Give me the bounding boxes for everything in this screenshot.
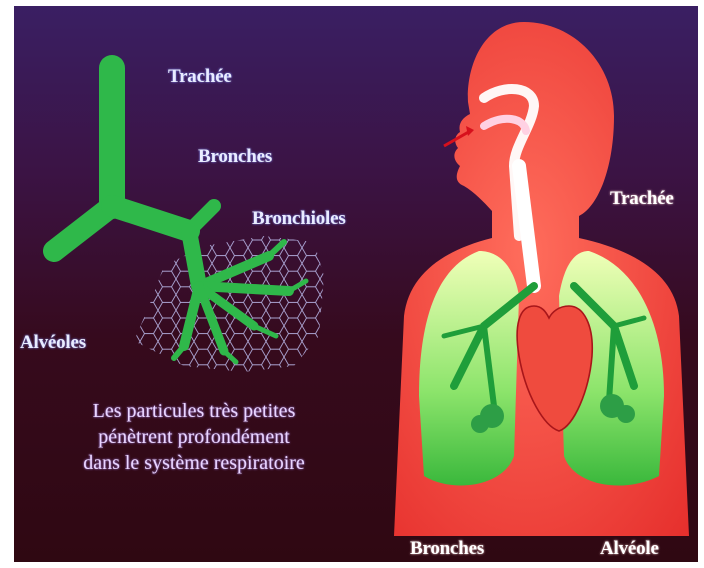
caption: Les particules très petites pénètrent pr… — [44, 398, 344, 476]
label-bronchioles: Bronchioles — [252, 208, 346, 230]
human-body — [394, 22, 689, 536]
label-bronchi-left: Bronches — [198, 146, 272, 168]
caption-line-2: pénètrent profondément — [44, 424, 344, 450]
caption-line-3: dans le système respiratoire — [44, 450, 344, 476]
diagram-artwork — [14, 6, 698, 562]
caption-line-1: Les particules très petites — [44, 398, 344, 424]
label-trachea-left: Trachée — [168, 66, 232, 88]
label-alveoli: Alvéoles — [20, 332, 86, 354]
label-alveolus: Alvéole — [600, 538, 659, 560]
label-trachea-right: Trachée — [610, 188, 674, 210]
respiratory-diagram: Trachée Bronches Bronchioles Alvéoles Le… — [14, 6, 698, 562]
label-bronchi-right: Bronches — [410, 538, 484, 560]
